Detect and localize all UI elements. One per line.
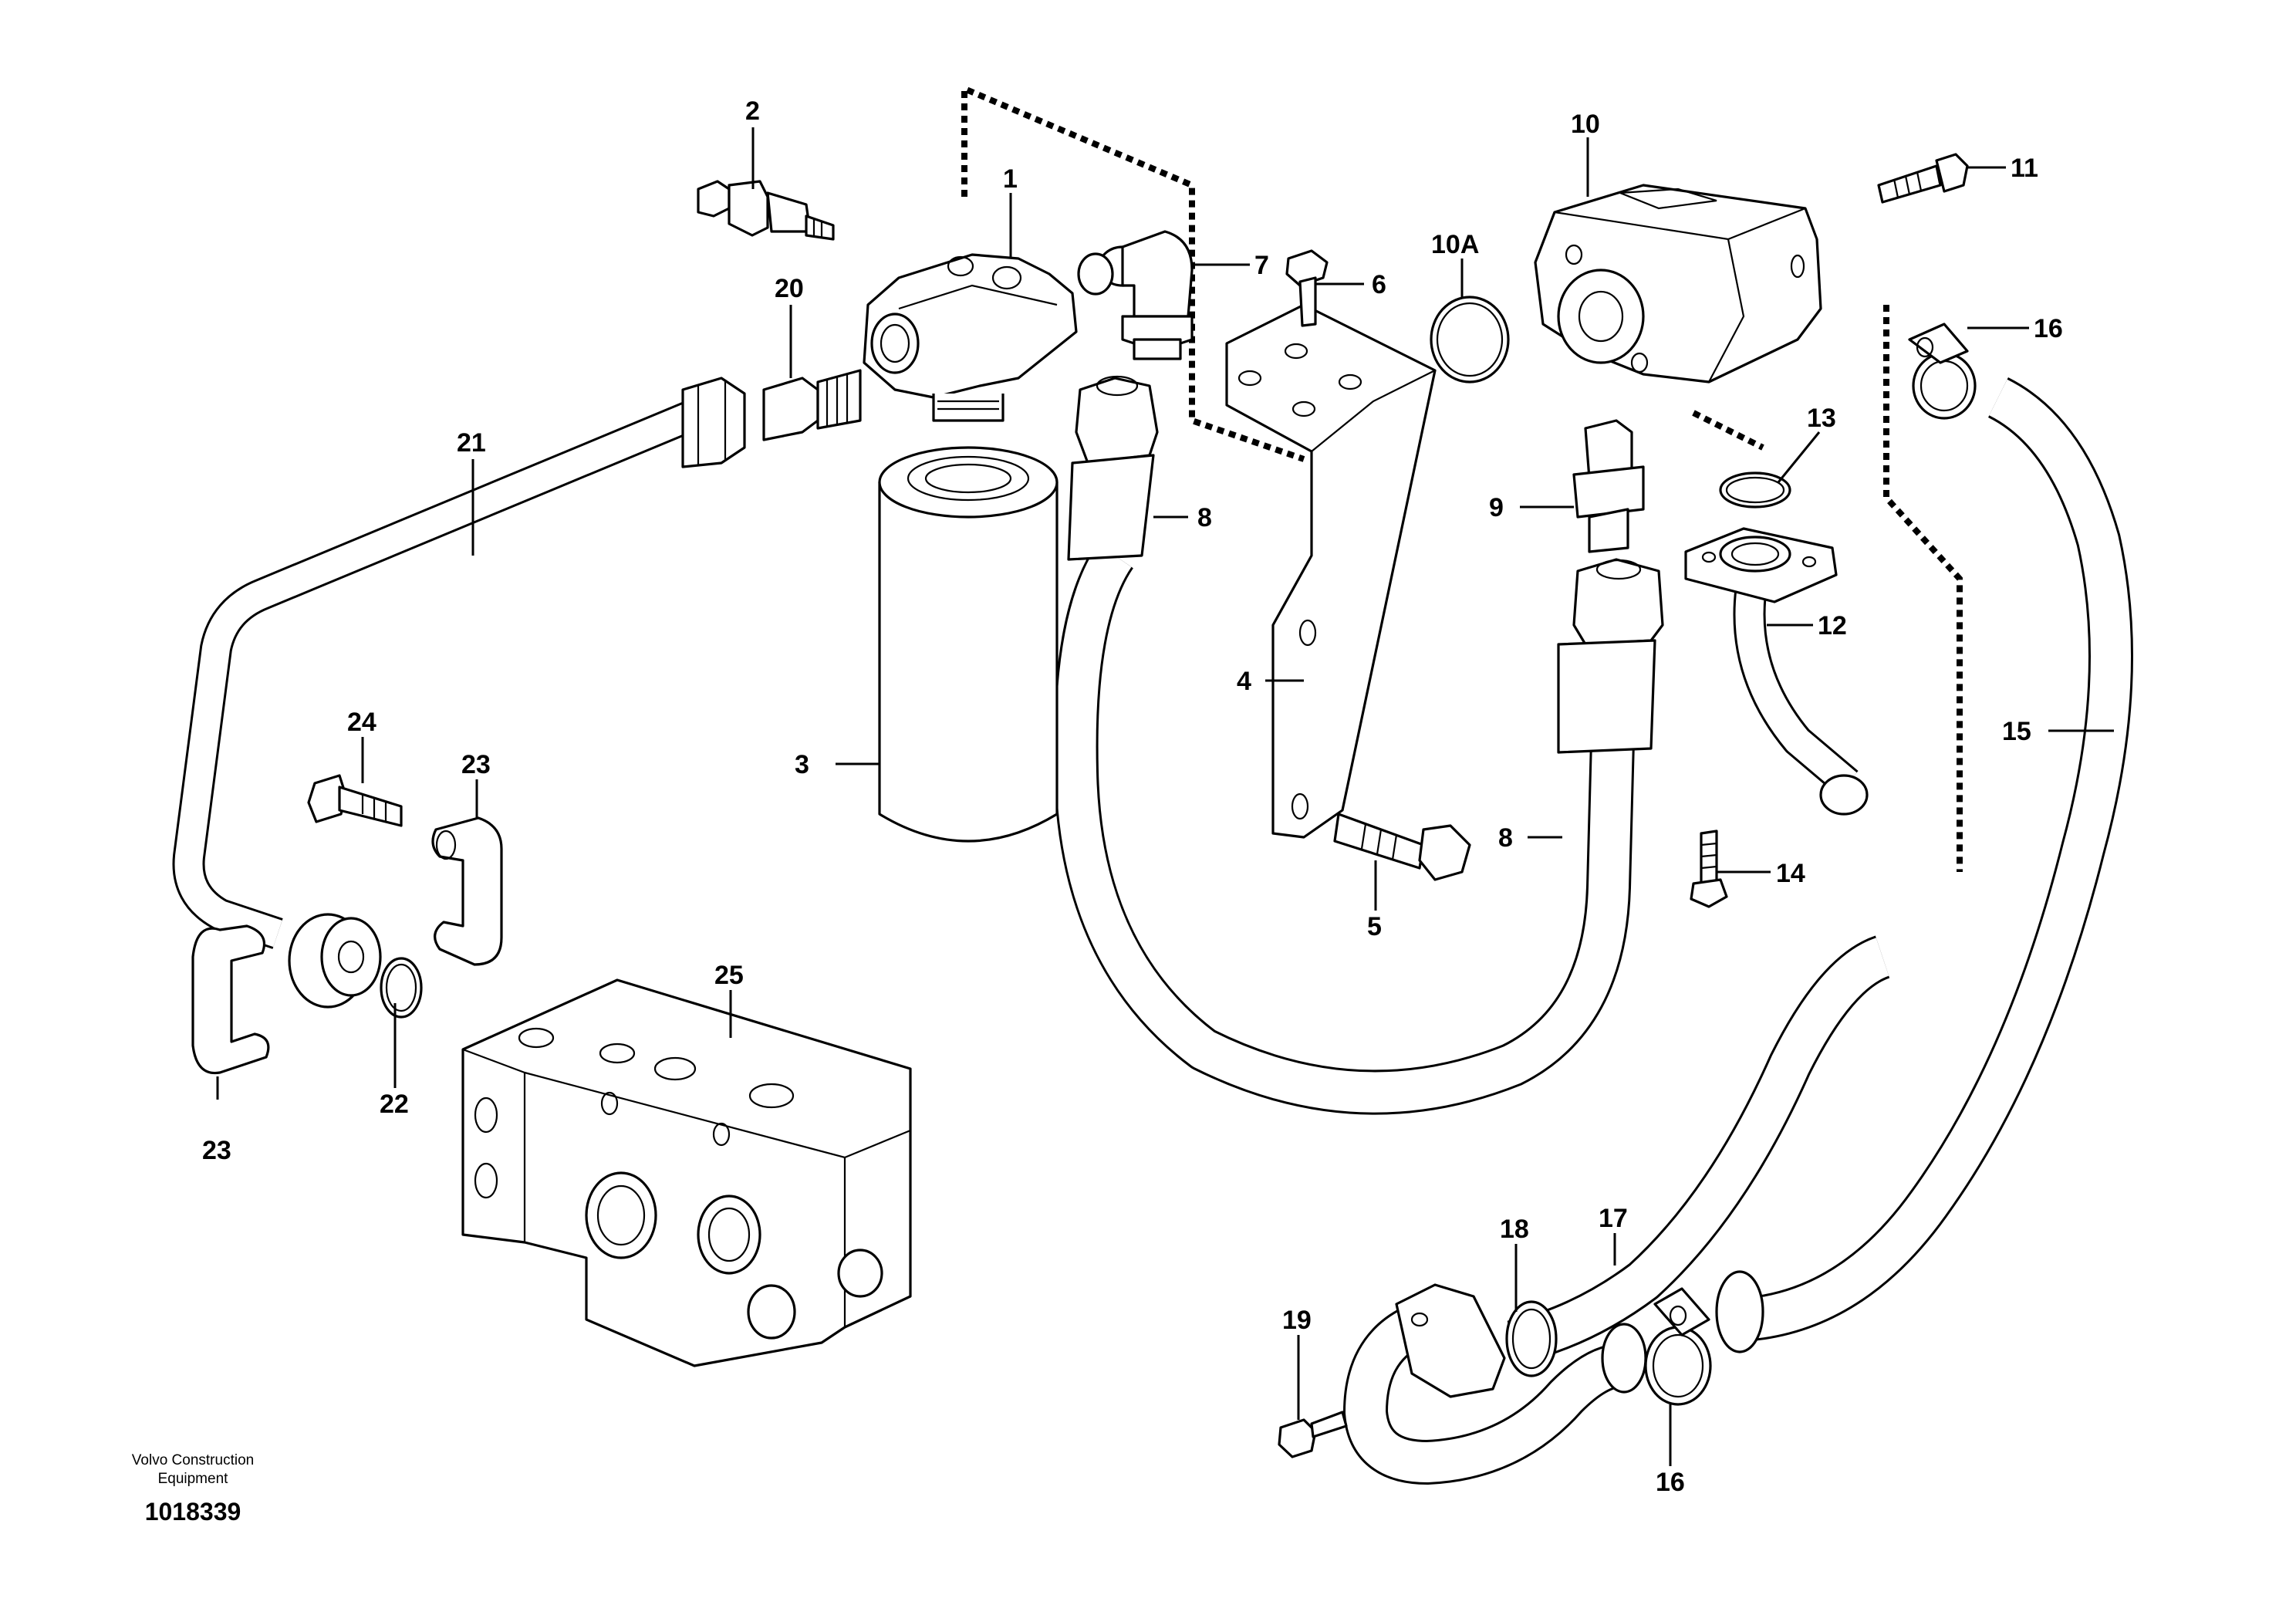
o-ring-18 <box>1505 1300 1558 1377</box>
flange-17 <box>1395 1283 1506 1398</box>
callout-19: 19 <box>1282 1306 1312 1335</box>
bracket-4 <box>1225 303 1437 839</box>
credit-line-1: Volvo Construction <box>132 1452 254 1468</box>
hose-fitting-8-top <box>1067 375 1159 561</box>
callout-10: 10 <box>1571 110 1600 139</box>
hose-8 <box>1053 542 1635 1115</box>
callout-3: 3 <box>795 750 809 779</box>
leader-lines <box>216 127 2114 1466</box>
callout-7: 7 <box>1254 251 1269 280</box>
callout-5: 5 <box>1367 912 1382 941</box>
callout-23-left: 23 <box>202 1136 231 1165</box>
nipple-20 <box>762 369 862 441</box>
callout-15: 15 <box>2002 717 2031 746</box>
pipe-nut-21 <box>681 377 746 468</box>
clamp-16-bottom <box>1644 1287 1712 1406</box>
pipe-12 <box>1733 584 1859 796</box>
screw-19 <box>1278 1411 1348 1458</box>
callout-22: 22 <box>380 1090 409 1119</box>
callout-25: 25 <box>714 961 744 990</box>
screw-14 <box>1690 830 1728 908</box>
o-ring-13 <box>1719 471 1791 509</box>
callout-2: 2 <box>745 96 760 126</box>
callout-23-right: 23 <box>461 750 491 779</box>
valve-block-25 <box>461 978 912 1367</box>
pump-10 <box>1534 184 1822 384</box>
callout-16-top: 16 <box>2034 314 2063 343</box>
flange-12 <box>1684 527 1869 816</box>
credit-line-2: Equipment <box>158 1471 229 1487</box>
hose-17 <box>1507 935 1891 1365</box>
callout-4: 4 <box>1237 667 1251 696</box>
flange-fitting <box>288 913 382 1009</box>
callout-1: 1 <box>1003 164 1018 194</box>
callout-12: 12 <box>1818 611 1847 640</box>
dashed-line-15 <box>1883 305 1963 872</box>
callout-17: 17 <box>1599 1204 1628 1233</box>
callout-24: 24 <box>347 708 376 737</box>
callout-13: 13 <box>1807 404 1836 433</box>
callout-16-bottom: 16 <box>1656 1468 1685 1497</box>
bolt-24 <box>307 774 403 827</box>
dashed-line-7 <box>961 83 1305 462</box>
dashed-line-10 <box>1692 410 1764 451</box>
callout-8-top: 8 <box>1197 503 1212 532</box>
callout-6: 6 <box>1372 270 1386 299</box>
hose-15 <box>1741 377 2133 1342</box>
filter-head-1 <box>863 253 1078 422</box>
filter-3 <box>878 446 1059 843</box>
callout-10a: 10A <box>1431 230 1479 259</box>
callout-14: 14 <box>1776 859 1805 888</box>
bolt-5 <box>1333 813 1471 881</box>
footer: Volvo Construction Equipment 1018339 <box>132 1452 254 1526</box>
clamp-16-top <box>1908 323 1977 420</box>
adapter-9 <box>1572 419 1645 553</box>
hose-end-17 <box>1601 1323 1647 1394</box>
sensor-2 <box>697 180 835 241</box>
hose-fitting-8-right <box>1557 558 1664 754</box>
callout-21: 21 <box>457 428 486 458</box>
pipe-21 <box>172 397 705 949</box>
hose-17-bend <box>1343 1307 1622 1485</box>
callout-8-bottom: 8 <box>1498 823 1513 853</box>
o-ring-10a <box>1430 296 1510 384</box>
document-number: 1018339 <box>145 1498 241 1526</box>
callout-20: 20 <box>775 274 804 303</box>
callout-18: 18 <box>1500 1215 1529 1244</box>
callout-9: 9 <box>1489 493 1504 522</box>
callout-labels: 1 2 3 4 5 6 7 8 8 9 10 10A 11 12 13 14 1… <box>202 96 2063 1497</box>
elbow-7 <box>1077 230 1194 360</box>
flange-half-23-left <box>191 924 270 1075</box>
callout-11: 11 <box>2011 154 2038 183</box>
hose-end-15 <box>1715 1270 1764 1353</box>
flange-half-23-right <box>431 816 503 966</box>
o-ring-22 <box>380 957 423 1019</box>
screw-11 <box>1877 153 1969 204</box>
bolt-6 <box>1285 249 1329 327</box>
